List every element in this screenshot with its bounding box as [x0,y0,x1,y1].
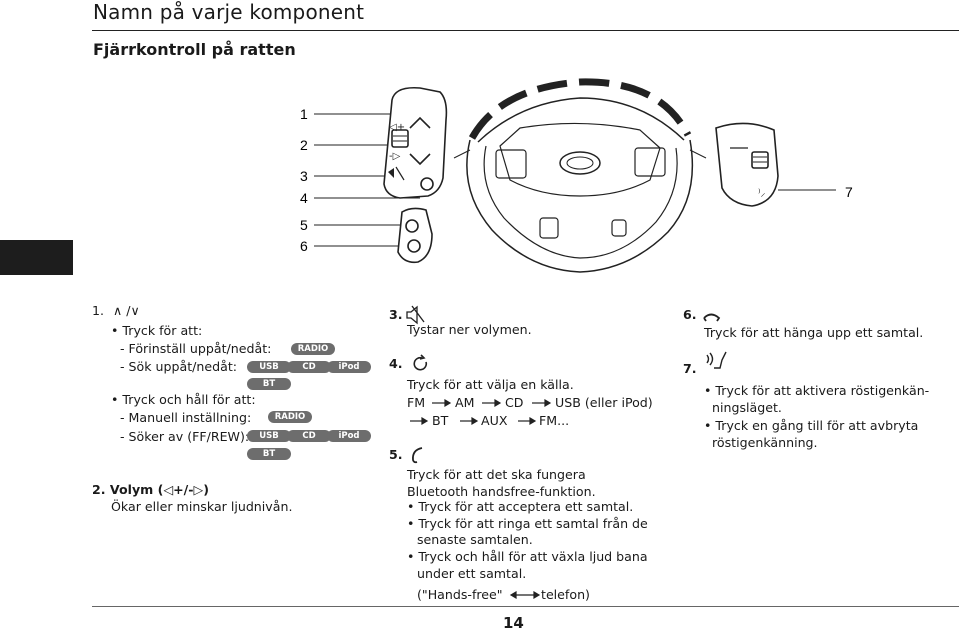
press-hold-label: • Tryck och håll för att: [111,392,256,407]
svg-text:-▷: -▷ [389,151,401,162]
mute-description: Tystar ner volymen. [407,322,532,337]
two-way-arrow [509,590,541,600]
bt-line-1: Tryck för att det ska fungera [407,467,586,482]
source-usb-ipod: USB (eller iPod) [555,395,653,410]
page-title: Namn på varje komponent [93,0,365,24]
callout-1: 1 [300,106,308,122]
page-number: 14 [503,614,524,632]
callout-3: 3 [300,168,308,184]
steering-wheel [453,78,707,273]
hang-up-icon [703,313,721,322]
voice-line-1: • Tryck för att aktivera röstigenkän- [704,383,930,398]
badge-usb-2: USB [247,430,291,442]
item-6-number: 6. [683,307,697,322]
volume-plusminus: +/- [173,482,194,497]
badge-usb: USB [247,361,291,373]
badge-radio-2: RADIO [268,411,312,423]
preset-label: - Förinställ uppåt/nedåt: [120,341,272,356]
item-5-number: 5. [389,447,403,462]
source-am: AM [455,395,475,410]
item-3-number: 3. [389,307,403,322]
volume-description: Ökar eller minskar ljudnivån. [111,499,293,514]
item-1-number: 1. [92,303,105,318]
mode-source-icon [413,354,428,371]
volume-label: 2. Volym ( [92,482,164,497]
volume-down-icon: ◁ [163,482,174,497]
source-description: Tryck för att välja en källa. [407,377,574,392]
manual-setting-label: - Manuell inställning: [120,410,252,425]
svg-text:⁾⸝: ⁾⸝ [758,188,765,199]
left-button-cluster: ◁+ -▷ [383,86,448,199]
badge-cd: CD [287,361,331,373]
svg-text:◁+: ◁+ [389,122,405,133]
badge-ipod: iPod [327,361,371,373]
phone-button-cluster [397,207,433,264]
dial-line-2: senaste samtalen. [417,532,533,547]
search-label: - Söker av (FF/REW): [120,429,250,444]
volume-close: ) [203,482,209,497]
badge-bt-2: BT [247,448,291,460]
right-button-cluster: ⁾⸝ [715,122,779,207]
badge-ipod-2: iPod [327,430,371,442]
switch-line-1: • Tryck och håll för att växla ljud bana [407,549,648,564]
up-down-symbol: ∧ /∨ [113,303,140,318]
mute-icon [406,305,425,325]
voice-line-3: • Tryck en gång till för att avbryta [704,418,919,433]
badge-bt: BT [247,378,291,390]
item-4-number: 4. [389,356,403,371]
voice-line-2: ningsläget. [712,400,782,415]
source-fm-end: FM... [539,413,570,428]
callout-2: 2 [300,137,308,153]
callout-7: 7 [845,184,853,200]
header-divider [92,30,959,31]
voice-recognition-icon [706,351,727,369]
item-7-number: 7. [683,361,697,376]
callout-4: 4 [300,190,308,206]
handsfree-label: ("Hands-free" [417,587,503,602]
source-bt: BT [432,413,449,428]
badge-radio: RADIO [291,343,335,355]
source-fm: FM [407,395,426,410]
accept-call: • Tryck för att acceptera ett samtal. [407,499,634,514]
switch-line-2: under ett samtal. [417,566,527,581]
callout-6: 6 [300,238,308,254]
section-title: Fjärrkontroll på ratten [93,40,296,59]
footer-divider [92,606,959,607]
volume-heading: 2. Volym (◁+/-▷) [92,482,209,498]
source-sequence-arrows [410,398,552,426]
voice-line-4: röstigenkänning. [712,435,818,450]
volume-up-icon: ▷ [193,482,204,497]
hangup-description: Tryck för att hänga upp ett samtal. [704,325,924,340]
badge-cd-2: CD [287,430,331,442]
dial-line-1: • Tryck för att ringa ett samtal från de [407,516,648,531]
callout-5: 5 [300,217,308,233]
press-for-label: • Tryck för att: [111,323,203,338]
phone-label: telefon) [541,587,590,602]
seek-label: - Sök uppåt/nedåt: [120,359,238,374]
source-aux: AUX [481,413,508,428]
source-cd: CD [505,395,524,410]
chapter-tab [0,240,73,275]
phone-call-icon [412,447,423,464]
bt-line-2: Bluetooth handsfree-funktion. [407,484,596,499]
